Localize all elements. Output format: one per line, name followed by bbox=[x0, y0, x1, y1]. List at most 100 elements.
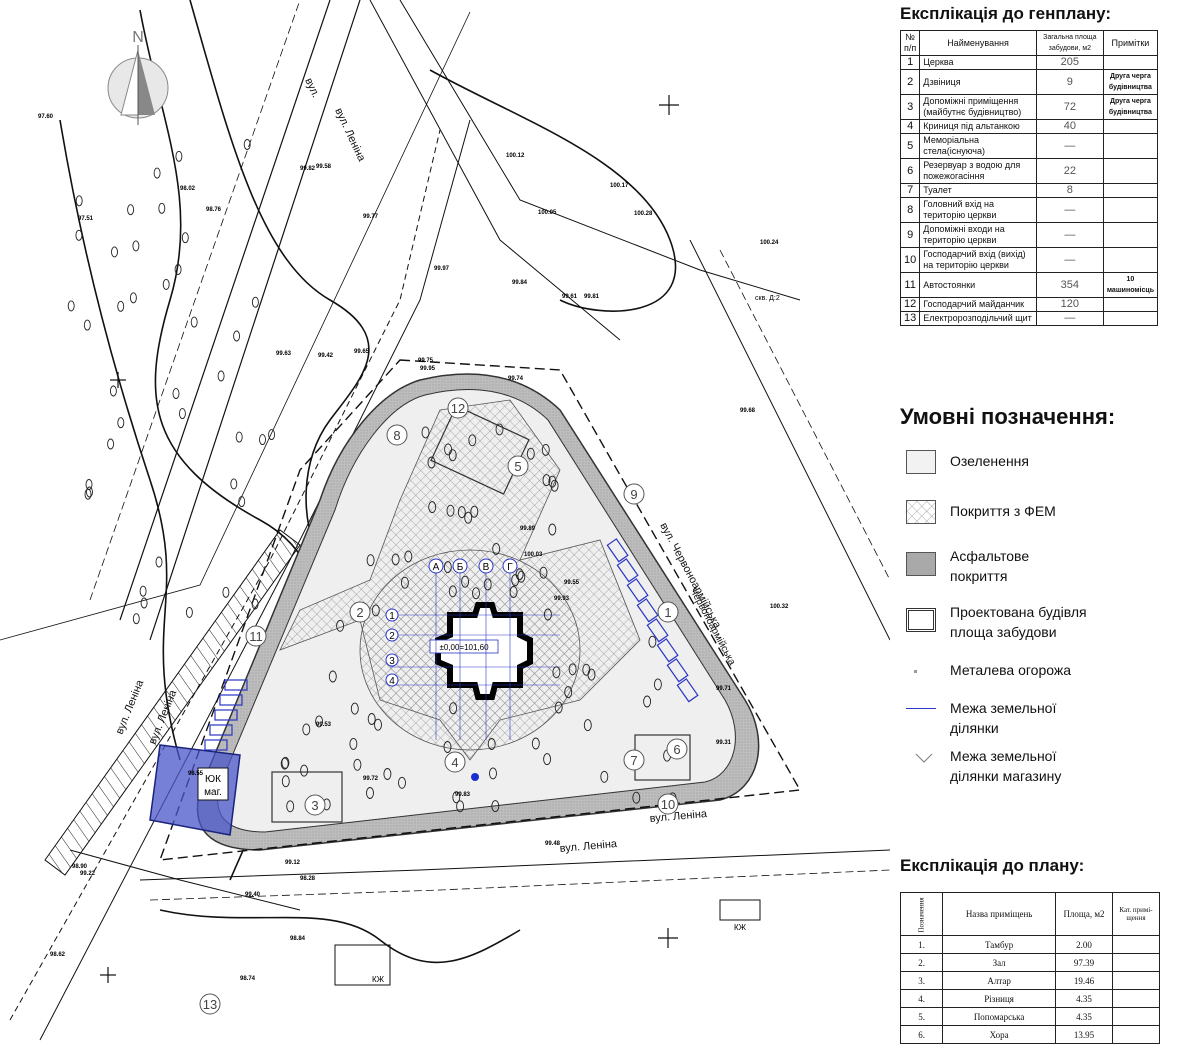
site-marker-number: 5 bbox=[514, 459, 521, 474]
elevation-label: 100.17 bbox=[610, 183, 629, 189]
site-plan-map: ЮК маг. ±0,00=101,60 А Б В Г 1 2 3 4 123… bbox=[0, 0, 890, 1041]
tree-icon bbox=[509, 586, 518, 598]
plan-cell-cat bbox=[1112, 989, 1160, 1008]
genplan-cell-area: — bbox=[1035, 311, 1104, 326]
tree-icon bbox=[582, 663, 591, 676]
axis-bubbles: А Б В Г 1 2 3 4 bbox=[385, 558, 518, 687]
tree-icon bbox=[541, 443, 550, 456]
site-marker-number: 8 bbox=[393, 428, 400, 443]
tree-icon bbox=[172, 388, 180, 400]
tree-icon bbox=[468, 434, 477, 447]
street-lenina-bottom: вул. Леніна bbox=[649, 808, 708, 825]
genplan-cell-area: 22 bbox=[1035, 158, 1104, 184]
tree-icon bbox=[109, 385, 117, 397]
legend-item-boundary: Межа земельної ділянки bbox=[900, 698, 1200, 758]
tree-icon bbox=[190, 316, 198, 328]
tree-icon bbox=[153, 167, 161, 179]
site-marker-circle bbox=[304, 794, 326, 816]
skv-label: скв. Д:2 bbox=[755, 295, 780, 302]
tree-icon bbox=[129, 292, 137, 304]
elevation-label: 98.62 bbox=[50, 952, 66, 958]
genplan-cell-note: Друга черга будівництва bbox=[1102, 69, 1159, 95]
genplan-cell-area: — bbox=[1035, 222, 1104, 248]
tree-icon bbox=[448, 585, 457, 598]
legend-label: Металева огорожа bbox=[950, 662, 1072, 678]
tree-icon bbox=[444, 443, 453, 456]
genplan-cell-note bbox=[1102, 158, 1159, 184]
tree-icon bbox=[371, 604, 380, 617]
elevation-label: 99.12 bbox=[285, 860, 301, 866]
tree-icon bbox=[398, 776, 406, 789]
tree-icon bbox=[75, 229, 83, 241]
tree-icon bbox=[489, 767, 497, 780]
site-marker-circle bbox=[657, 601, 679, 623]
elevation-label: 99.93 bbox=[554, 596, 570, 602]
genplan-cell-name: Автостоянки bbox=[919, 272, 1037, 298]
tree-icon bbox=[158, 202, 166, 214]
north-label: N bbox=[132, 29, 144, 46]
genplan-cell-note: 10 машиномісць bbox=[1102, 272, 1159, 298]
tree-icon bbox=[526, 447, 535, 460]
site-marker-circle bbox=[623, 483, 645, 505]
plan-cell-n: 6. bbox=[899, 1025, 944, 1044]
plan-cell-name: Хора bbox=[942, 1025, 1056, 1044]
tree-icon bbox=[383, 768, 392, 780]
elevation-label: 99.42 bbox=[318, 353, 334, 359]
site-marker-number: 4 bbox=[451, 755, 458, 770]
genplan-cell-note bbox=[1102, 133, 1159, 159]
plan-header-name: Назва приміщень bbox=[942, 892, 1056, 936]
tree-icon bbox=[366, 787, 374, 799]
elevation-label: 99.48 bbox=[545, 841, 561, 847]
tree-icon bbox=[448, 449, 457, 462]
genplan-cell-name: Криниця під альтанкою bbox=[919, 119, 1037, 134]
plan-cell-area: 2.00 bbox=[1055, 935, 1113, 954]
elevation-label: 99.89 bbox=[520, 526, 536, 532]
genplan-cell-name: Церква bbox=[919, 55, 1037, 70]
genplan-cell-note bbox=[1102, 119, 1159, 134]
genplan-cell-name: Господарчий вхід (вихід) на територію це… bbox=[919, 247, 1037, 273]
shop-label-1: ЮК bbox=[205, 774, 221, 785]
elevation-label: 98.90 bbox=[72, 864, 88, 870]
site-marker-circle bbox=[444, 751, 466, 773]
genplan-cell-note bbox=[1102, 311, 1159, 326]
genplan-cell-n: 6 bbox=[899, 158, 921, 184]
elevation-label: 100.05 bbox=[538, 210, 557, 216]
elevation-label: 98.02 bbox=[180, 186, 196, 192]
genplan-header-note: Примітки bbox=[1102, 30, 1159, 56]
street-lenina-bottom-outer: вул. Леніна bbox=[559, 838, 618, 855]
plan-cell-name: Попомарська bbox=[942, 1007, 1056, 1026]
tree-icon bbox=[127, 204, 135, 216]
tree-icon bbox=[350, 702, 359, 715]
tree-icon bbox=[568, 663, 577, 676]
tree-icon bbox=[548, 523, 557, 536]
legend-label: Проектована будівля площа забудови bbox=[950, 604, 1087, 640]
parking-right bbox=[606, 538, 699, 703]
tree-icon bbox=[217, 370, 225, 382]
site-marker-number: 13 bbox=[203, 997, 217, 1012]
site-marker-number: 11 bbox=[249, 629, 263, 644]
tree-icon bbox=[449, 702, 458, 715]
genplan-header-num: № п/п bbox=[899, 30, 921, 56]
church-axes bbox=[390, 570, 560, 740]
tree-icon bbox=[366, 554, 375, 567]
tree-icon bbox=[443, 741, 452, 753]
axis-4: 4 bbox=[389, 676, 395, 687]
plan-cell-cat bbox=[1112, 1025, 1160, 1044]
genplan-cell-note bbox=[1102, 247, 1159, 273]
tree-icon bbox=[452, 791, 461, 804]
plan-cell-n: 4. bbox=[899, 989, 944, 1008]
house-kzh-2 bbox=[334, 944, 391, 986]
axis-a: А bbox=[433, 562, 440, 573]
axis-v: В bbox=[483, 562, 490, 573]
genplan-cell-note bbox=[1102, 222, 1159, 248]
tree-icon bbox=[550, 479, 559, 492]
tree-icon bbox=[280, 757, 289, 770]
shop-boundary-icon bbox=[915, 753, 933, 763]
elevation-label: 97.60 bbox=[38, 114, 54, 120]
tree-icon bbox=[178, 408, 186, 420]
